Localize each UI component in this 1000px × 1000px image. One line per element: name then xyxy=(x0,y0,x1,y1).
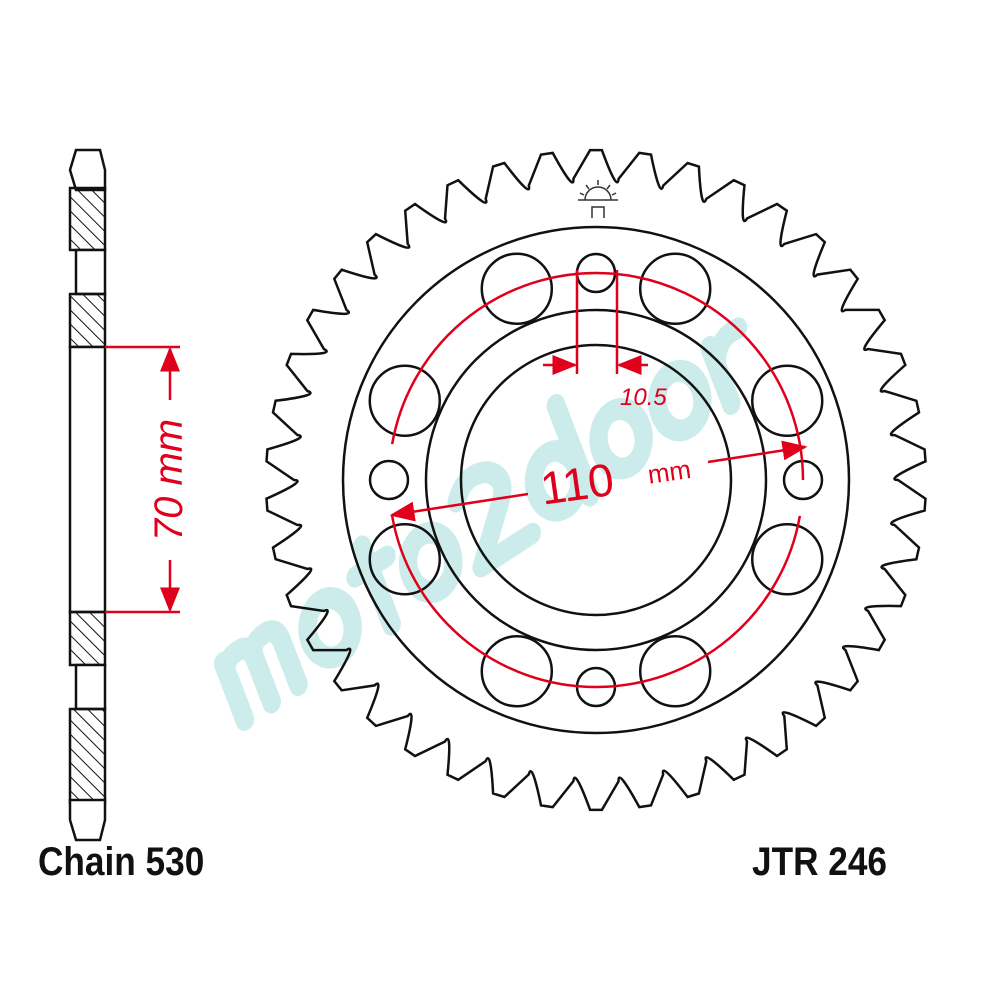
lightening-hole xyxy=(750,364,824,438)
lightening-hole xyxy=(368,522,442,596)
part-number-label: JTR 246 xyxy=(752,840,888,884)
lightening-hole xyxy=(480,252,554,326)
bore-dimension xyxy=(105,345,180,614)
lightening-hole xyxy=(638,252,712,326)
lightening-hole xyxy=(480,634,554,708)
pcd-value: 110 xyxy=(537,453,617,515)
lightening-hole xyxy=(368,364,442,438)
outer-ring xyxy=(341,225,851,735)
small-bolt-hole xyxy=(368,459,410,501)
chain-label: Chain 530 xyxy=(38,840,205,884)
pcd-arc-bottom xyxy=(390,515,802,689)
lightening-hole xyxy=(750,522,824,596)
bore-dimension-label: 70 mm xyxy=(147,419,191,541)
hub-ring xyxy=(424,308,768,652)
sprocket-teeth xyxy=(265,148,927,812)
lightening-hole xyxy=(638,634,712,708)
bolt-hole-label: 10.5 xyxy=(620,384,667,411)
bolt-hole-dimension xyxy=(543,270,648,375)
pcd-unit: mm xyxy=(646,454,693,490)
sprocket-face xyxy=(265,148,927,812)
pcd-arc-top xyxy=(390,271,805,481)
sun-logo-icon xyxy=(578,180,618,218)
center-bore xyxy=(459,343,733,617)
side-profile xyxy=(68,148,107,842)
pcd-dimension xyxy=(389,271,808,689)
